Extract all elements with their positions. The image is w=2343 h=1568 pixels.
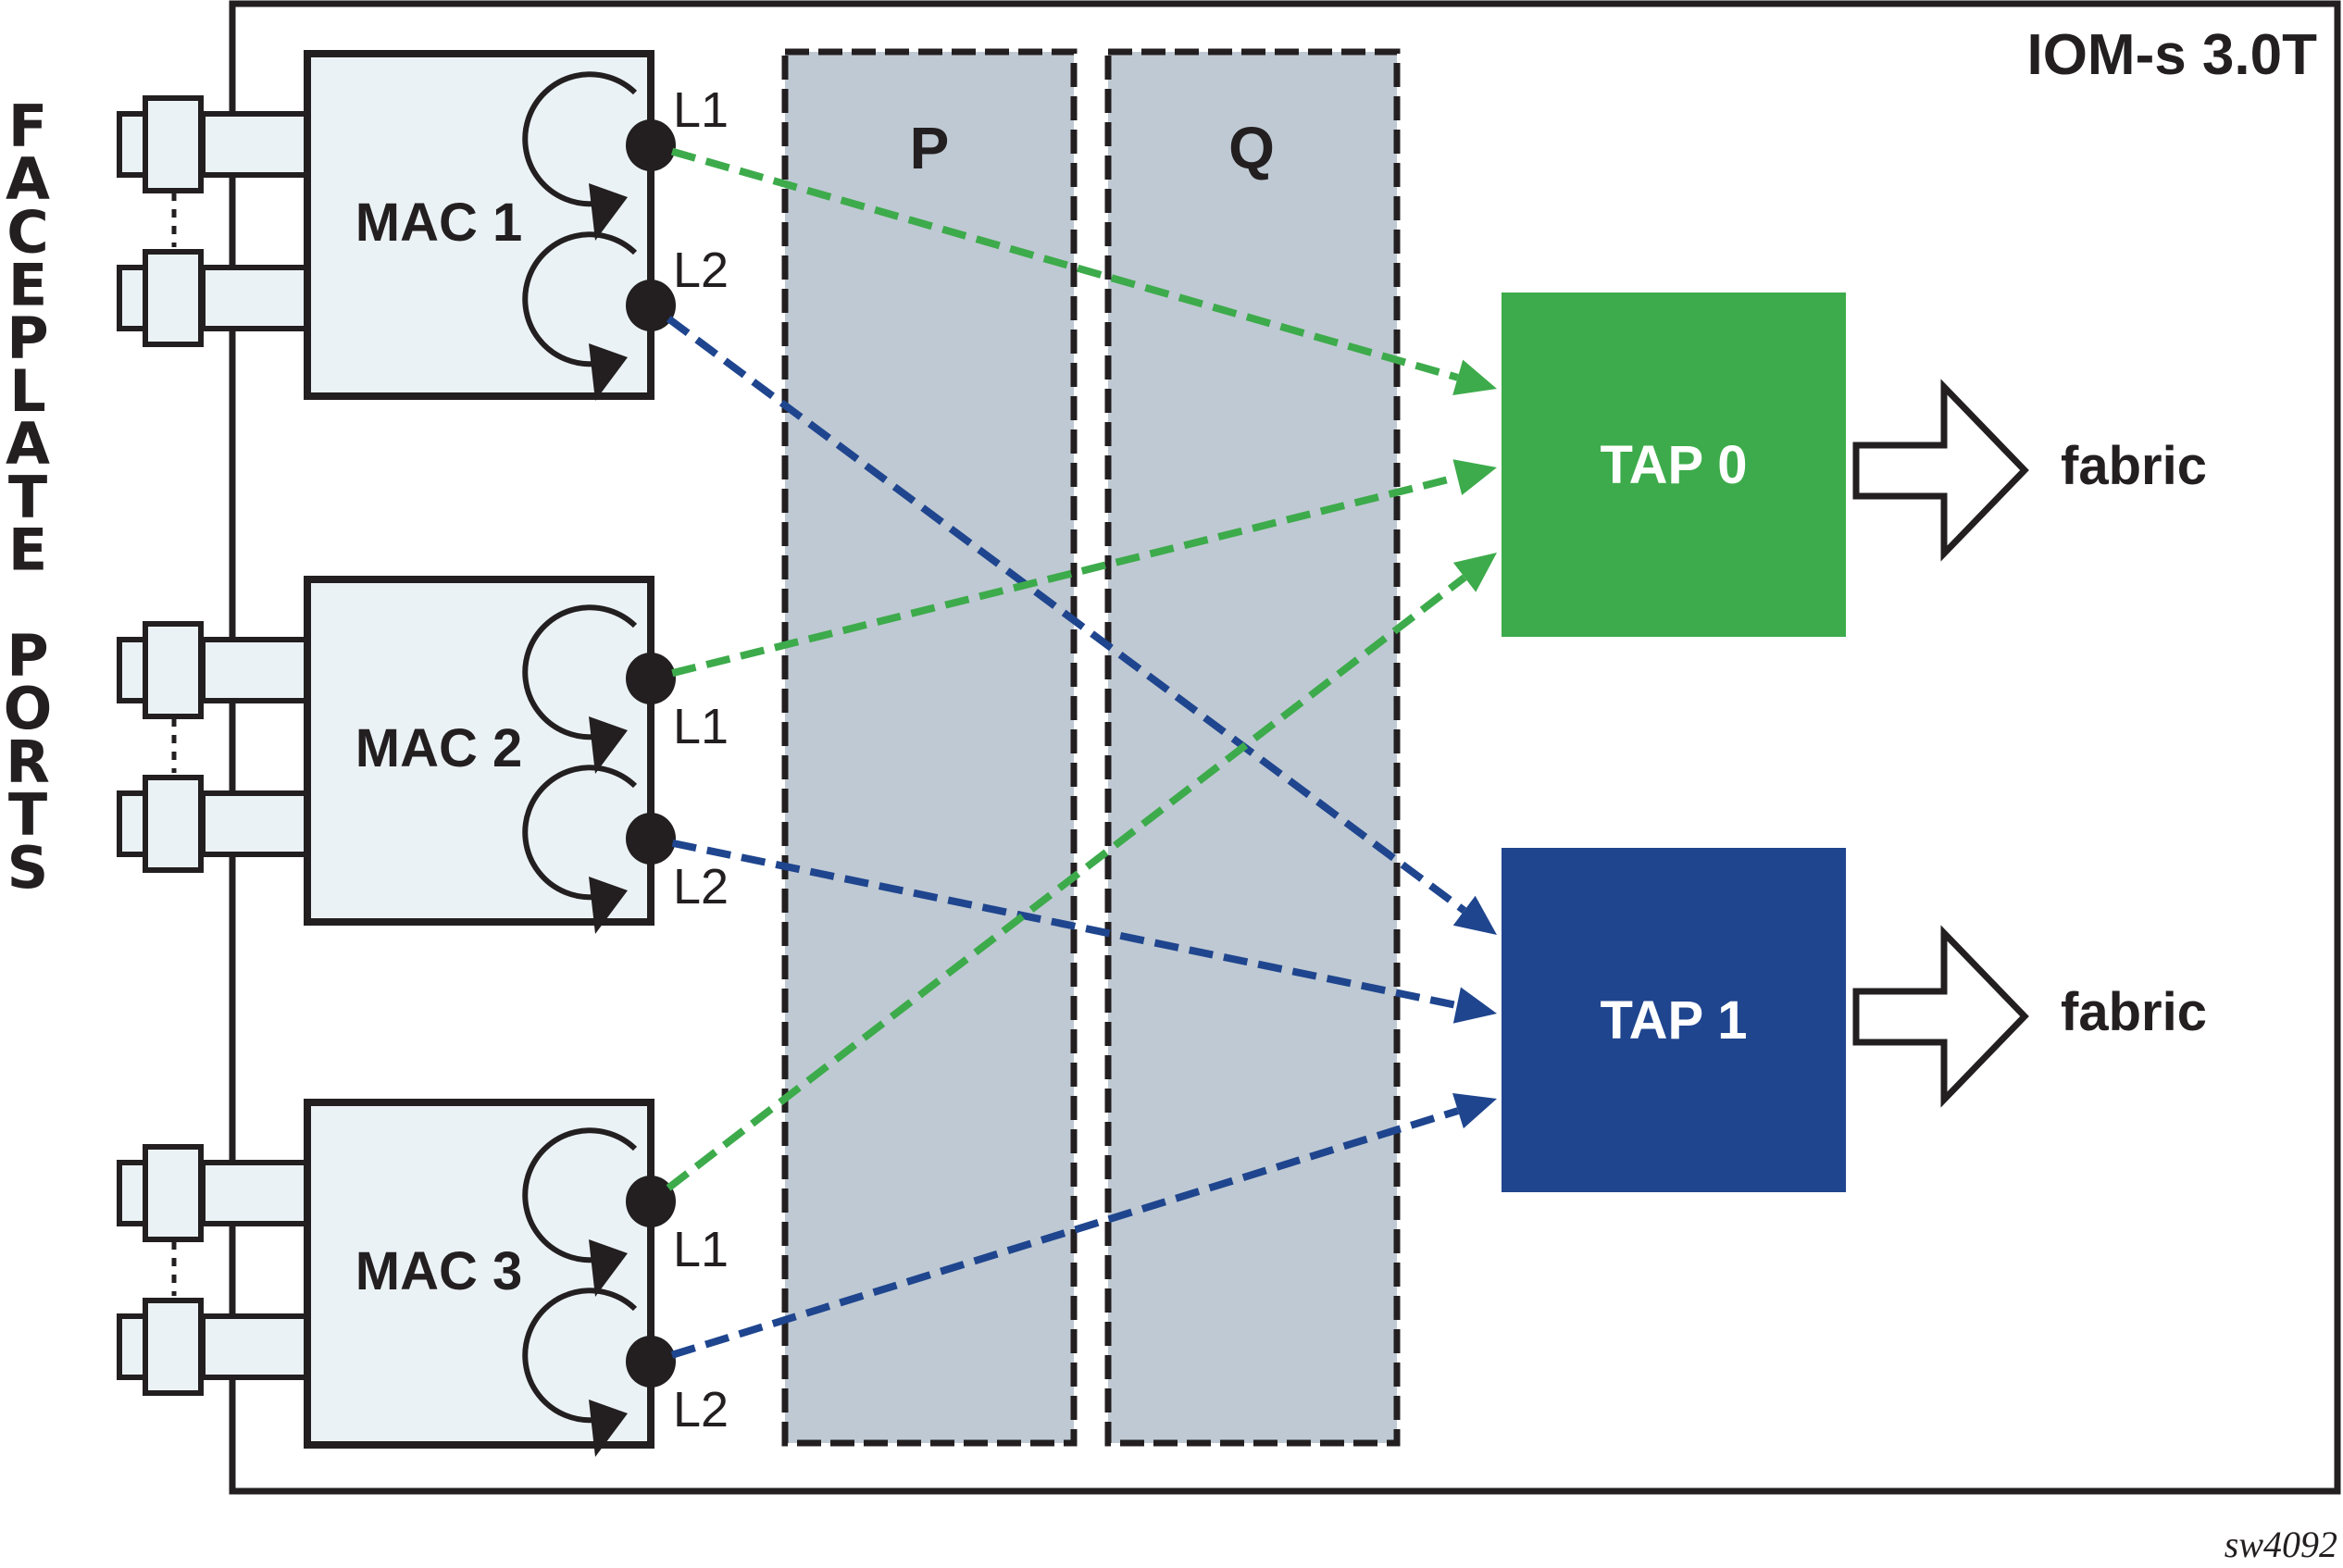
connection-mac2-L1-to-tap0 xyxy=(671,473,1459,678)
connection-arrowhead-icon xyxy=(1452,459,1497,496)
tap0-label: TAP 0 xyxy=(1600,435,1747,495)
connection-mac2-L2-to-tap1 xyxy=(671,839,1458,1010)
port-plug xyxy=(117,790,148,857)
port-collar xyxy=(143,1298,204,1396)
port-collar xyxy=(143,249,204,347)
port-connector-bar xyxy=(200,111,309,178)
connection-arrowhead-icon xyxy=(1452,553,1497,592)
faceplate-port xyxy=(117,775,309,873)
tap0: TAP 0 fabric xyxy=(1502,292,2207,637)
faceplate-letter: T xyxy=(8,781,47,849)
tap0-fabric-label: fabric xyxy=(2061,436,2207,496)
port-collar xyxy=(143,1144,204,1242)
connection-mac1-L1-to-tap0 xyxy=(670,147,1459,381)
faceplate-letter: C xyxy=(6,198,49,266)
link-label: L1 xyxy=(673,699,729,754)
faceplate-letter: F xyxy=(8,93,47,160)
tap1-fabric-arrow-icon xyxy=(1852,925,2029,1108)
column-p: P xyxy=(781,48,1078,1447)
faceplate-letter: E xyxy=(8,516,47,584)
mac1-label: MAC 1 xyxy=(355,193,522,253)
loopback-arrow-icon xyxy=(522,1288,638,1424)
link-label: L2 xyxy=(673,1382,729,1437)
mac2-label: MAC 2 xyxy=(355,718,522,778)
loopback-arrowhead-icon xyxy=(589,183,628,241)
mac3-label: MAC 3 xyxy=(355,1241,522,1301)
port-plug xyxy=(117,1313,148,1380)
connection-arrowhead-icon xyxy=(1452,895,1497,935)
loopback-arrowhead-icon xyxy=(589,877,628,934)
faceplate-letter: S xyxy=(7,834,49,902)
connection-mac3-L1-to-tap0 xyxy=(666,574,1467,1191)
port-connector-bar xyxy=(200,637,309,703)
link-label: L1 xyxy=(673,82,729,138)
port-collar xyxy=(143,775,204,873)
loopback-arrow-icon xyxy=(522,1127,638,1263)
tap1-label: TAP 1 xyxy=(1600,990,1747,1051)
loopback-arrow-icon xyxy=(522,765,638,901)
column-p-label: P xyxy=(910,115,950,181)
tap1-box xyxy=(1502,848,1846,1192)
faceplate-port xyxy=(117,1144,309,1242)
port-plug xyxy=(117,1160,148,1226)
faceplate-letter: R xyxy=(6,728,50,795)
column-q: Q xyxy=(1104,48,1401,1447)
faceplate-letter: P xyxy=(6,305,48,372)
link-label: L1 xyxy=(673,1222,729,1277)
loopback-arrow-icon xyxy=(522,71,638,207)
tap1-fabric-label: fabric xyxy=(2061,982,2207,1042)
loopback-arrowhead-icon xyxy=(589,1400,628,1457)
figure-code: sw4092 xyxy=(2225,1524,2337,1565)
faceplate-letter: O xyxy=(4,675,53,742)
port-plug xyxy=(117,637,148,703)
port-plug xyxy=(117,265,148,331)
port-connector-bar xyxy=(200,265,309,331)
faceplate-port xyxy=(117,621,309,719)
tap1: TAP 1 fabric xyxy=(1502,848,2207,1192)
link-port-dot xyxy=(626,653,676,704)
port-plug xyxy=(117,111,148,178)
link-port-dot xyxy=(626,280,676,331)
faceplate-letter: L xyxy=(9,357,46,425)
column-q-label: Q xyxy=(1228,115,1275,181)
link-port-dot xyxy=(626,119,676,171)
faceplate-letter: P xyxy=(6,622,48,690)
loopback-arrow-icon xyxy=(522,604,638,740)
connection-arrowhead-icon xyxy=(1452,987,1497,1024)
connection-arrowhead-icon xyxy=(1452,359,1497,396)
link-label: L2 xyxy=(673,243,729,298)
port-connector-bar xyxy=(200,1160,309,1226)
loopback-arrowhead-icon xyxy=(589,716,628,774)
faceplate-letter: E xyxy=(8,252,47,319)
faceplate-port xyxy=(117,249,309,347)
link-port-dot xyxy=(626,1336,676,1388)
iom-title: IOM-s 3.0T xyxy=(2026,23,2317,87)
port-collar xyxy=(143,621,204,719)
tap0-fabric-arrow-icon xyxy=(1852,379,2029,562)
link-port-dot xyxy=(626,1176,676,1227)
connections xyxy=(666,147,1497,1359)
faceplate-port xyxy=(117,95,309,193)
tap0-box xyxy=(1502,292,1846,637)
port-connector-bar xyxy=(200,790,309,857)
connection-arrowhead-icon xyxy=(1452,1092,1497,1129)
faceplate-letter: T xyxy=(8,463,47,530)
loopback-arrowhead-icon xyxy=(589,343,628,401)
connection-mac3-L2-to-tap1 xyxy=(670,1107,1460,1359)
port-collar xyxy=(143,95,204,193)
link-label: L2 xyxy=(673,859,729,915)
loopback-arrow-icon xyxy=(522,231,638,367)
faceplate-letter: A xyxy=(6,410,50,478)
port-connector-bar xyxy=(200,1313,309,1380)
connection-mac1-L2-to-tap1 xyxy=(666,316,1467,914)
loopback-arrowhead-icon xyxy=(589,1239,628,1297)
faceplate-port xyxy=(117,1298,309,1396)
faceplate-letter: A xyxy=(6,145,50,213)
link-port-dot xyxy=(626,813,676,865)
